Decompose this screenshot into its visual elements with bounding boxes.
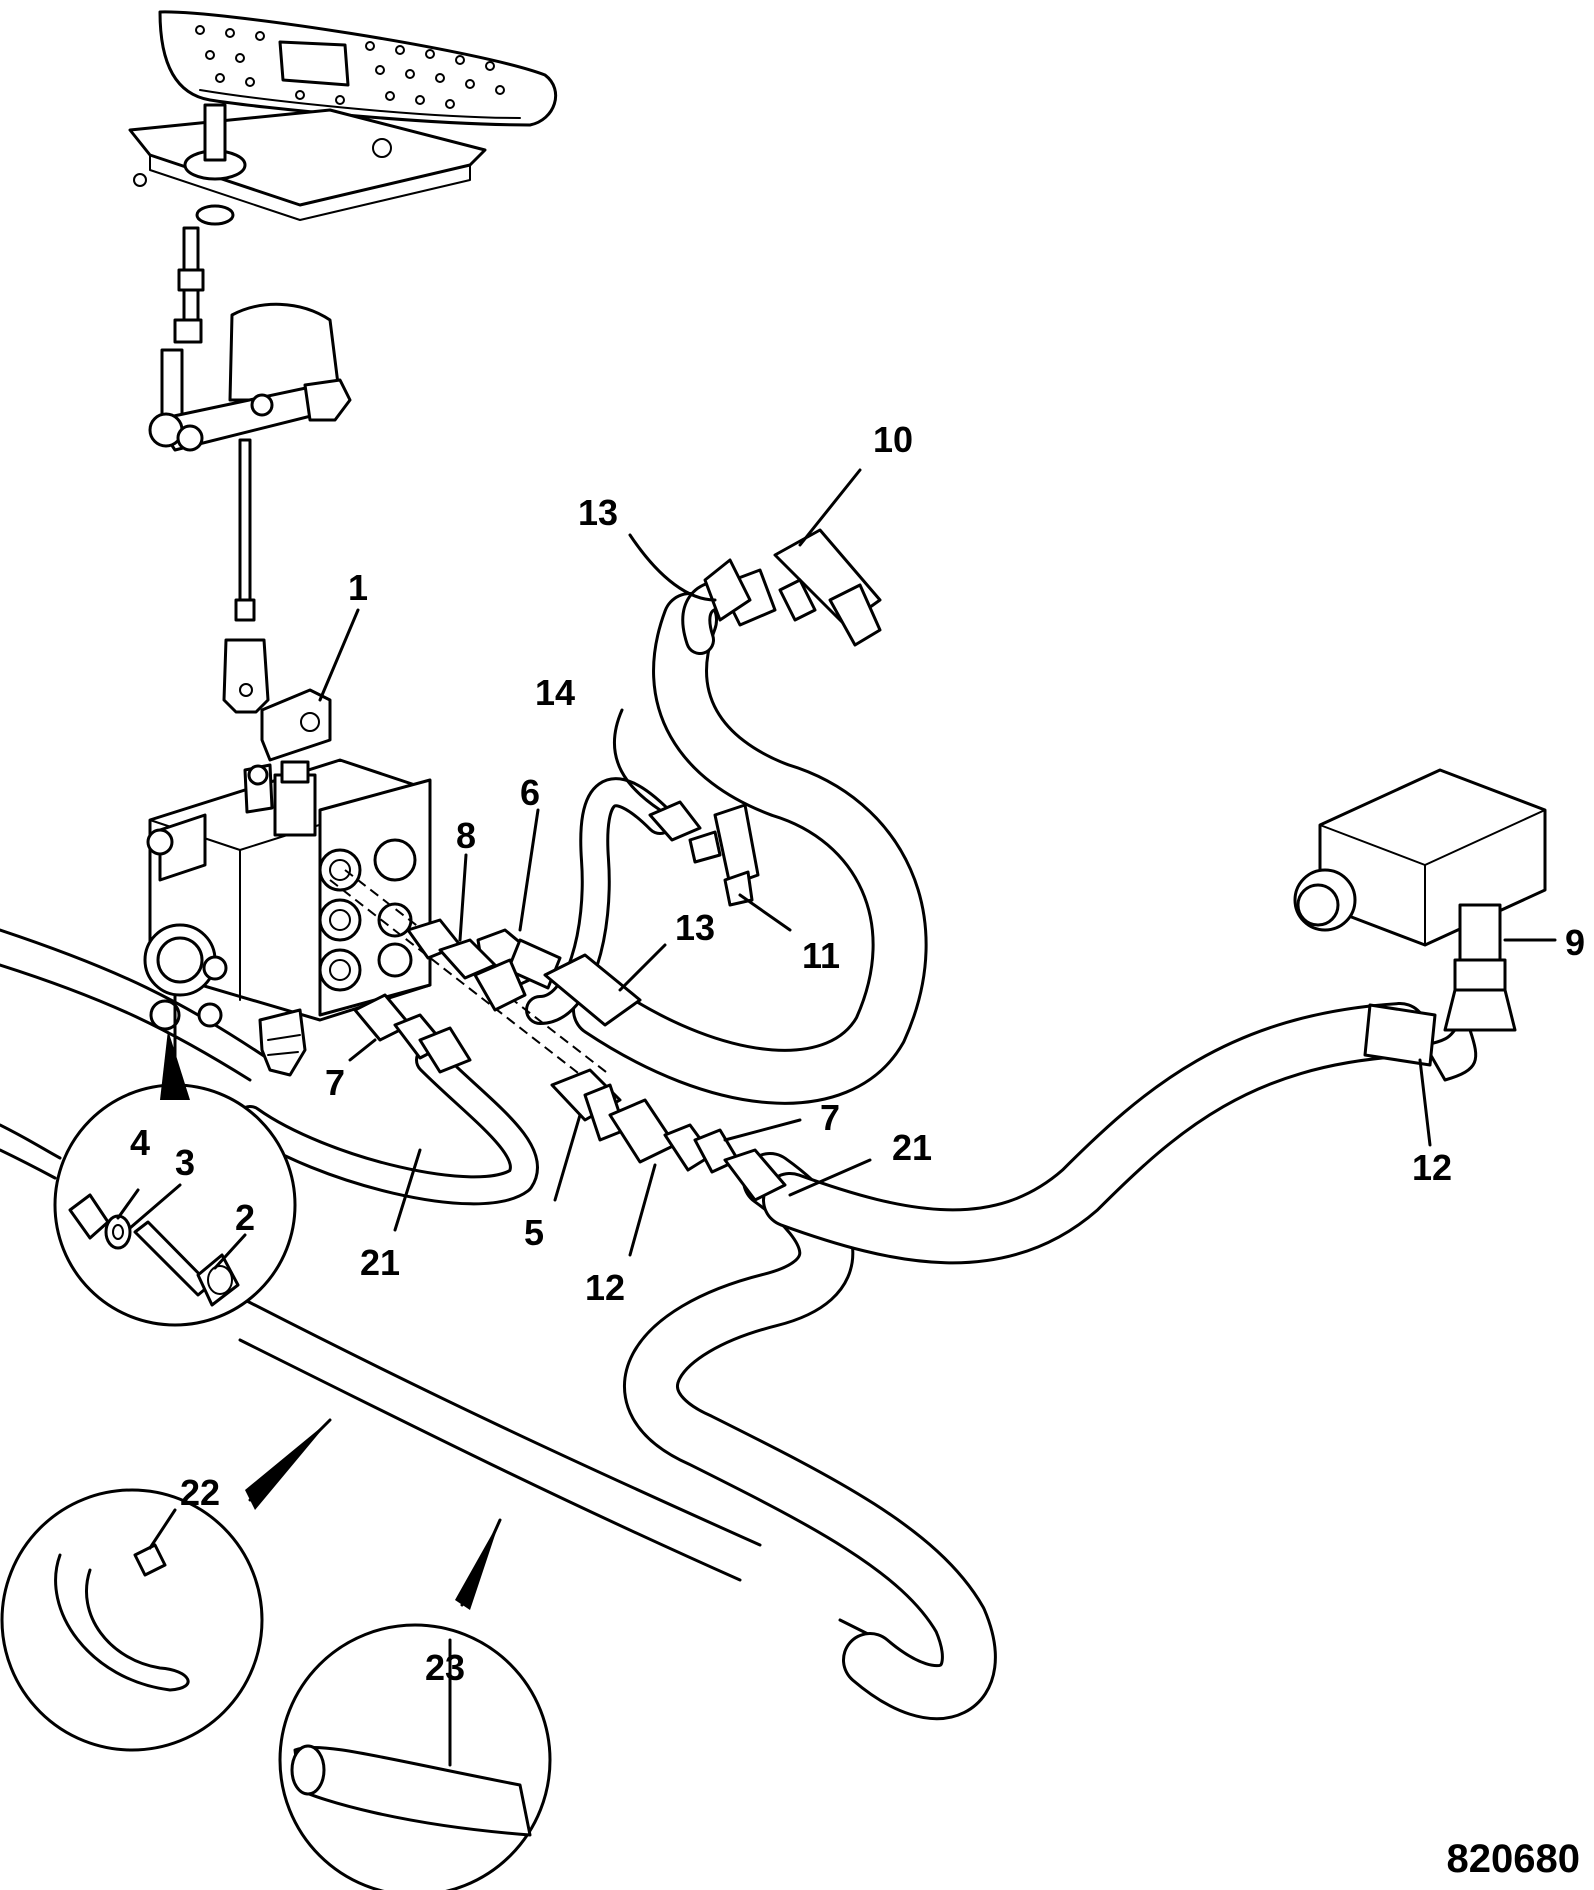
callout-12-valve: 12 [585,1267,625,1308]
component-block-9 [1293,768,1547,1082]
drawing-number: 820680 [1447,1837,1580,1881]
detail-circle-sleeve [278,1518,552,1890]
callout-6: 6 [520,772,540,813]
linkage-rod [148,226,352,714]
fitting-12-valve [608,1098,677,1164]
chassis-frame [0,928,882,1642]
hose-21-left-loop [235,1045,539,1206]
callout-3: 3 [175,1142,195,1183]
hose-13 [572,579,928,1105]
callout-4: 4 [130,1122,150,1163]
detail-circle-cable-tie [0,1418,332,1752]
callout-11: 11 [802,935,840,976]
callout-8: 8 [456,815,476,856]
callout-13-upper: 13 [578,492,618,533]
tee-fitting-11 [648,800,760,907]
callout-22: 22 [180,1472,220,1513]
callout-7-right: 7 [820,1097,840,1138]
tee-fitting-10 [703,528,882,647]
control-valve-body [143,688,432,1077]
callout-12-right: 12 [1412,1147,1452,1188]
detail-circle-bolt [53,993,297,1327]
hose-21-right [762,1002,1428,1265]
callout-14: 14 [535,672,575,713]
callout-21-right: 21 [892,1127,932,1168]
hose-13-end-fitting [543,953,642,1027]
callout-10: 10 [873,419,913,460]
fitting-5 [550,1068,627,1142]
callout-13-lower: 13 [675,907,715,948]
fitting-7-left [353,993,472,1074]
foot-pedal [128,10,558,226]
callout-9: 9 [1565,922,1585,963]
callout-labels: 1 2 3 4 5 6 7 7 8 9 10 11 12 12 13 13 14… [130,419,1585,1688]
callout-5: 5 [524,1212,544,1253]
callout-1: 1 [348,567,368,608]
leader-lines [318,468,1557,1257]
fitting-7-right [663,1123,787,1202]
callout-2: 2 [235,1197,255,1238]
callout-21-left: 21 [360,1242,400,1283]
pedal-tread-dots [195,25,505,109]
callout-23: 23 [425,1647,465,1688]
callout-7-left: 7 [325,1062,345,1103]
fitting-8 [406,918,527,1012]
hose-21-long-loop [623,1152,997,1721]
